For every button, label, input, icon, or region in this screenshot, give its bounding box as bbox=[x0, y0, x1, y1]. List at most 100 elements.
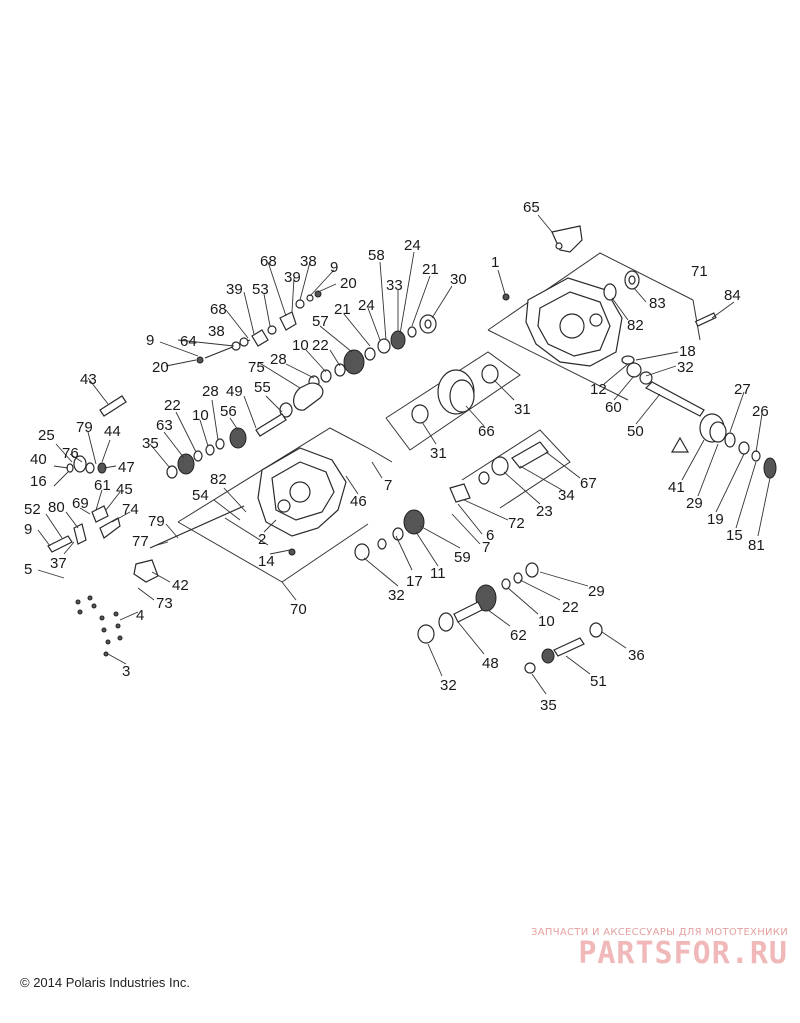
callout: 9 bbox=[330, 259, 338, 276]
shift-rail-assembly bbox=[196, 290, 322, 364]
callout: 67 bbox=[580, 475, 597, 492]
part-82-seal bbox=[603, 283, 617, 301]
callout: 57 bbox=[312, 313, 329, 330]
callout: 75 bbox=[248, 359, 265, 376]
bolts-group bbox=[75, 595, 123, 657]
callout: 19 bbox=[707, 511, 724, 528]
callout: 77 bbox=[132, 533, 149, 550]
callout: 68 bbox=[210, 301, 227, 318]
callout: 64 bbox=[180, 333, 197, 350]
callout-labels: 65 1 71 84 83 82 18 32 12 60 50 27 26 41… bbox=[24, 199, 769, 714]
callout: 2 bbox=[258, 531, 266, 548]
callout: 33 bbox=[386, 277, 403, 294]
callout: 5 bbox=[24, 561, 32, 578]
callout: 72 bbox=[508, 515, 525, 532]
callout: 49 bbox=[226, 383, 243, 400]
callout: 28 bbox=[270, 351, 287, 368]
callout: 48 bbox=[482, 655, 499, 672]
callout: 11 bbox=[430, 565, 446, 582]
callout: 47 bbox=[118, 459, 135, 476]
callout: 54 bbox=[192, 487, 209, 504]
callout: 45 bbox=[116, 481, 133, 498]
callout: 41 bbox=[668, 479, 685, 496]
callout: 20 bbox=[340, 275, 357, 292]
upper-transmission-case bbox=[525, 277, 623, 367]
frame-bottom bbox=[224, 517, 269, 546]
shift-drum-parts bbox=[47, 395, 159, 583]
callout: 42 bbox=[172, 577, 189, 594]
part-34-shaft bbox=[449, 441, 549, 503]
callout: 9 bbox=[24, 521, 32, 538]
callout: 46 bbox=[350, 493, 367, 510]
callout: 36 bbox=[628, 647, 645, 664]
callout: 25 bbox=[38, 427, 55, 444]
callout: 16 bbox=[30, 473, 47, 490]
callout: 79 bbox=[76, 419, 93, 436]
callout: 7 bbox=[482, 539, 490, 556]
callout: 60 bbox=[605, 399, 622, 416]
callout: 53 bbox=[252, 281, 269, 298]
callout: 59 bbox=[454, 549, 471, 566]
callout: 35 bbox=[540, 697, 557, 714]
callout: 9 bbox=[146, 332, 154, 349]
callout: 62 bbox=[510, 627, 527, 644]
watermark-brand: PARTSFOR.RU bbox=[578, 936, 788, 971]
callout: 63 bbox=[156, 417, 173, 434]
callout: 24 bbox=[404, 237, 421, 254]
callout: 52 bbox=[24, 501, 41, 518]
callout: 32 bbox=[677, 359, 694, 376]
callout: 83 bbox=[649, 295, 666, 312]
callout: 43 bbox=[80, 371, 97, 388]
callout: 3 bbox=[122, 663, 130, 680]
callout: 22 bbox=[562, 599, 579, 616]
callout: 82 bbox=[627, 317, 644, 334]
callout: 24 bbox=[358, 297, 375, 314]
callout: 21 bbox=[422, 261, 439, 278]
callout: 66 bbox=[478, 423, 495, 440]
callout: 38 bbox=[208, 323, 225, 340]
callout: 79 bbox=[148, 513, 165, 530]
callout: 80 bbox=[48, 499, 65, 516]
frame-67 bbox=[461, 429, 571, 509]
callout: 82 bbox=[210, 471, 227, 488]
callout: 28 bbox=[202, 383, 219, 400]
output-shaft-assembly bbox=[621, 355, 777, 479]
callout: 50 bbox=[627, 423, 644, 440]
callout: 65 bbox=[523, 199, 540, 216]
frame-70 bbox=[177, 427, 393, 523]
callout: 15 bbox=[726, 527, 743, 544]
callout: 74 bbox=[122, 501, 139, 518]
callout: 31 bbox=[514, 401, 531, 418]
watermark: ЗАПЧАСТИ И АКСЕССУАРЫ ДЛЯ МОТОТЕХНИКИ PA… bbox=[488, 927, 788, 971]
part-77-rod bbox=[149, 505, 245, 549]
callout: 70 bbox=[290, 601, 307, 618]
callout: 51 bbox=[590, 673, 607, 690]
callout: 26 bbox=[752, 403, 769, 420]
callout: 39 bbox=[226, 281, 243, 298]
part-66-gear bbox=[411, 364, 499, 424]
callout: 32 bbox=[440, 677, 457, 694]
assembly-frames bbox=[177, 252, 701, 583]
callout: 29 bbox=[686, 495, 703, 512]
part-51-shaft bbox=[524, 622, 603, 674]
lower-gear-row bbox=[417, 562, 539, 644]
callout: 73 bbox=[156, 595, 173, 612]
callout: 58 bbox=[368, 247, 385, 264]
callout: 61 bbox=[94, 477, 111, 494]
middle-gear-row bbox=[354, 509, 425, 561]
copyright-notice: © 2014 Polaris Industries Inc. bbox=[20, 975, 190, 990]
leader-lines bbox=[37, 214, 771, 695]
callout: 32 bbox=[388, 587, 405, 604]
part-84-pin bbox=[694, 312, 717, 327]
callout: 17 bbox=[406, 573, 423, 590]
callout: 30 bbox=[450, 271, 467, 288]
frame-71 bbox=[487, 252, 694, 331]
callout: 6 bbox=[486, 527, 494, 544]
callout: 71 bbox=[691, 263, 708, 280]
callout: 23 bbox=[536, 503, 553, 520]
callout: 14 bbox=[258, 553, 275, 570]
callout: 55 bbox=[254, 379, 271, 396]
callout: 10 bbox=[292, 337, 309, 354]
